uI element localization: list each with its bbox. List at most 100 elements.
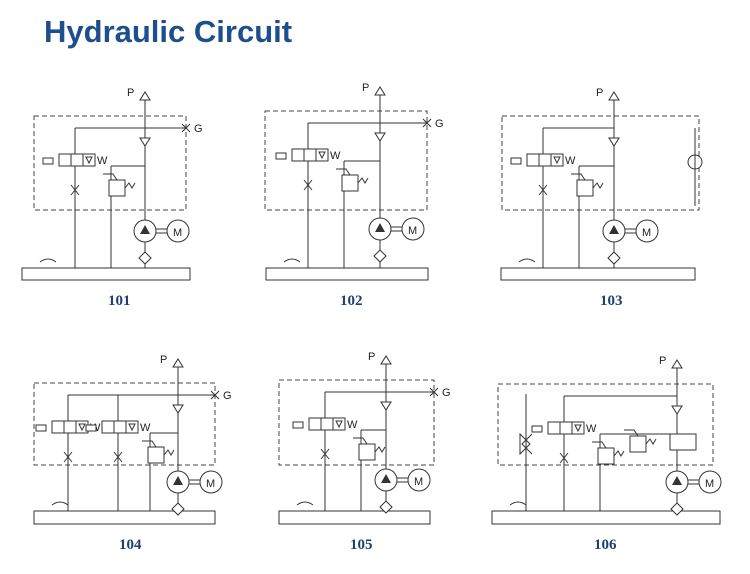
spring-label: W [586, 423, 597, 435]
relief-body [108, 179, 126, 197]
directional-valve-icon [669, 433, 697, 451]
throttle-cross [303, 179, 313, 191]
check-valve-icon [374, 132, 386, 142]
relief-pilot [103, 173, 118, 181]
relief-valve-icon [103, 173, 136, 197]
solenoid-coil [51, 420, 65, 434]
relief-pilot [592, 441, 607, 449]
pump-arrow [381, 474, 391, 483]
filter-icon [171, 502, 185, 516]
relief-body [147, 446, 165, 464]
relief-spring [592, 182, 604, 189]
relief-spring [124, 182, 136, 189]
valve-cell [315, 148, 329, 162]
manifold-boundary [33, 115, 187, 211]
check-valve-icon [139, 137, 151, 147]
motor-icon [199, 470, 223, 494]
relief-pilot [142, 440, 157, 448]
motor-label: M [414, 476, 423, 488]
pressure-port-arrow [139, 91, 151, 101]
throttle-valve-icon [303, 179, 313, 191]
check-symbol [553, 156, 561, 165]
check-symbol [128, 423, 136, 432]
valve-cell [550, 153, 564, 167]
throttle-cross [113, 451, 123, 463]
pump-arrow [609, 225, 619, 234]
relief-body [597, 447, 615, 465]
valve-cell [125, 420, 139, 434]
pump-motor-icon: M [665, 470, 722, 494]
coil-actuator [510, 157, 522, 165]
throttle-valve-icon [538, 184, 548, 196]
pressure-port-arrow [608, 91, 620, 101]
motor-label: M [642, 227, 651, 239]
throttle-cross [320, 448, 330, 460]
throttle-cross [63, 451, 73, 463]
manifold-boundary [497, 383, 714, 466]
solenoid-valve-icon: W [510, 153, 576, 167]
check-symbol [318, 151, 326, 160]
circuit-label: 106 [594, 537, 617, 553]
solenoid-valve-icon: W [42, 153, 108, 167]
check-symbol [85, 156, 93, 165]
filter-icon [379, 500, 393, 514]
motor-icon [166, 219, 190, 243]
pump-motor-icon: M [133, 219, 190, 243]
pump-motor-icon: M [374, 468, 431, 492]
throttle-valve-icon [63, 451, 73, 463]
valve-cell [63, 420, 77, 434]
pressure-port-label: P [127, 87, 134, 99]
tank-vent-icon [39, 258, 57, 263]
pump-motor-icon: M [602, 219, 659, 243]
motor-icon [635, 219, 659, 243]
valve-cell [303, 148, 317, 162]
filter-icon [670, 502, 684, 516]
coil-actuator [35, 424, 47, 432]
throttle-cross [70, 184, 80, 196]
manifold-boundary [33, 382, 216, 466]
relief-valve-icon [142, 440, 175, 464]
valve-cell [332, 417, 346, 431]
coil-actuator [85, 424, 97, 432]
check-symbol [335, 420, 343, 429]
tank-vent-icon [283, 258, 301, 263]
circuit-105: P G W M 105 [278, 351, 451, 553]
relief-pilot [336, 168, 351, 176]
coil-actuator [42, 157, 54, 165]
filter-icon [138, 251, 152, 265]
spring-label: W [347, 419, 358, 431]
valve-cell [559, 421, 573, 435]
throttle-valve-icon [70, 184, 80, 196]
relief-body [576, 179, 594, 197]
pressure-port-arrow [374, 86, 386, 96]
relief-spring [163, 449, 175, 456]
circuit-label: 105 [350, 537, 373, 553]
pressure-port-label: P [368, 351, 375, 363]
circuit-label: 102 [340, 293, 363, 309]
pressure-port-arrow [380, 355, 392, 365]
relief-valve-icon [571, 173, 604, 197]
relief-body [629, 435, 647, 453]
tank-vent-icon [518, 258, 536, 263]
relief-valve-icon [624, 429, 657, 453]
relief-spring [645, 438, 657, 445]
check-valve-icon [380, 401, 392, 411]
throttle-cross [559, 452, 569, 464]
tank-vent-icon [296, 501, 314, 506]
tank-reservoir [265, 267, 429, 281]
valve-cell [82, 153, 96, 167]
check-valve-icon [608, 137, 620, 147]
solenoid-valve-icon: W [292, 417, 358, 431]
spring-label: W [330, 150, 341, 162]
gauge-port-label: G [442, 387, 451, 399]
relief-valve-icon [592, 441, 625, 465]
motor-label: M [408, 225, 417, 237]
valve-cell [571, 421, 585, 435]
solenoid-valve-icon: W [531, 421, 597, 435]
spring-label: W [565, 155, 576, 167]
relief-body [341, 174, 359, 192]
filter-icon [607, 251, 621, 265]
tank-reservoir [33, 510, 216, 525]
